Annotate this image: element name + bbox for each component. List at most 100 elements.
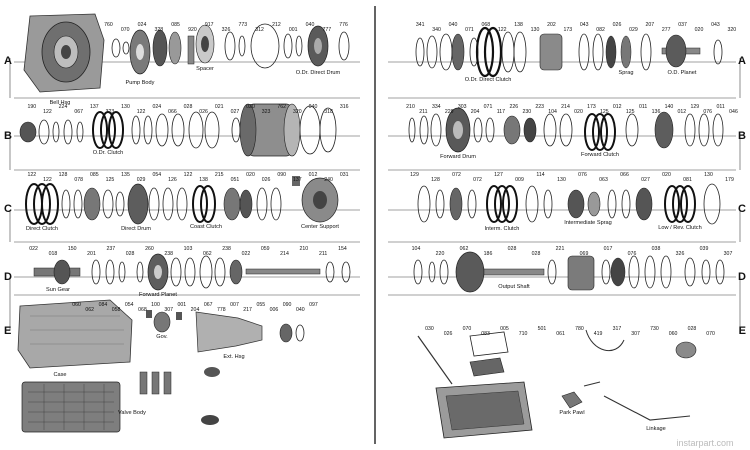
shift-linkage xyxy=(585,329,697,421)
part-number-row-e-right: 780 xyxy=(575,326,584,332)
part-number-row-c-left: 240 xyxy=(324,177,333,183)
part-number-row-d-right: 017 xyxy=(604,246,613,252)
od-direct-clutch xyxy=(451,26,503,78)
row-letter-e-left: E xyxy=(4,325,11,337)
part-number-row-e-right: 061 xyxy=(556,331,565,337)
part-number-row-a-right: 040 xyxy=(449,22,458,28)
part-number-row-e-left: 778 xyxy=(217,307,226,313)
part-number-row-d-left: 210 xyxy=(299,246,308,252)
part-number-row-c-left: 128 xyxy=(59,172,68,178)
part-number-row-a-right: 020 xyxy=(695,27,704,33)
part-number-row-d-left: 059 xyxy=(261,246,270,252)
part-number-row-a-right: 320 xyxy=(727,27,736,33)
row-letter-c-right: C xyxy=(738,203,746,215)
part-number-row-b-left: 762 xyxy=(277,104,286,110)
caption-pump-body: Pump Body xyxy=(126,80,155,86)
part-number-row-d-right: 038 xyxy=(652,246,661,252)
part-number-row-c-left: 135 xyxy=(121,172,130,178)
part-number-row-c-right: 072 xyxy=(452,172,461,178)
part-number-row-b-right: 173 xyxy=(587,104,596,110)
part-number-row-e-left: 006 xyxy=(270,307,279,313)
forward-planet xyxy=(147,253,243,291)
part-number-row-d-right: 186 xyxy=(484,251,493,257)
caption-forward-planet: Forward Planet xyxy=(139,292,177,298)
part-number-row-e-right: 730 xyxy=(650,326,659,332)
part-number-row-e-right: 710 xyxy=(519,331,528,337)
part-number-row-e-left: 054 xyxy=(125,302,134,308)
part-number-row-d-left: 022 xyxy=(29,246,38,252)
part-number-row-b-left: 137 xyxy=(90,104,99,110)
part-number-row-b-left: 122 xyxy=(43,109,52,115)
row-letter-d-right: D xyxy=(738,271,746,283)
part-number-row-b-right: 012 xyxy=(613,104,622,110)
part-number-row-d-left: 154 xyxy=(338,246,347,252)
part-number-row-d-left: 028 xyxy=(126,251,135,257)
part-number-row-c-left: 215 xyxy=(215,172,224,178)
row-letter-c-left: C xyxy=(4,203,12,215)
part-number-row-c-left: 031 xyxy=(340,172,349,178)
sprag-assembly xyxy=(539,33,632,71)
part-number-row-b-left: 323 xyxy=(262,109,271,115)
row-c-right-rings xyxy=(417,183,721,225)
part-number-row-c-right: 072 xyxy=(473,177,482,183)
part-number-row-a-left: 024 xyxy=(138,22,147,28)
solenoids xyxy=(139,367,220,425)
part-number-row-b-right: 117 xyxy=(497,109,505,115)
part-number-row-b-right: 011 xyxy=(716,104,724,110)
part-number-row-e-left: 068 xyxy=(138,307,147,313)
part-number-row-c-left: 020 xyxy=(246,172,255,178)
park-pawl xyxy=(561,381,601,409)
caption-direct-clutch: Direct Clutch xyxy=(26,226,58,232)
part-number-row-d-left: 214 xyxy=(280,251,289,257)
part-number-row-e-left: 055 xyxy=(256,302,265,308)
part-number-row-a-right: 341 xyxy=(416,22,425,28)
part-number-row-a-right: 043 xyxy=(711,22,720,28)
part-number-row-d-right: 326 xyxy=(676,251,685,257)
intermediate-sprag xyxy=(567,189,601,219)
part-number-row-b-left: 318 xyxy=(324,109,333,115)
part-number-row-e-right: 026 xyxy=(444,331,453,337)
part-number-row-a-right: 037 xyxy=(678,22,687,28)
od-planet-shaft xyxy=(661,34,701,68)
part-number-row-e-right: 307 xyxy=(631,331,640,337)
part-number-row-b-right: 230 xyxy=(522,109,531,115)
part-number-row-a-right: 130 xyxy=(531,27,540,33)
part-number-row-c-right: 127 xyxy=(494,172,503,178)
caption-sun-gear: Sun Gear xyxy=(46,287,70,293)
main-shaft xyxy=(245,268,321,275)
part-number-row-b-right: 229 xyxy=(445,109,454,115)
part-number-row-d-right: 062 xyxy=(460,246,469,252)
part-number-row-b-right: 140 xyxy=(665,104,674,110)
part-number-row-c-left: 122 xyxy=(43,177,52,183)
row-letter-a-right: A xyxy=(738,55,746,67)
part-number-row-c-right: 076 xyxy=(578,172,587,178)
caption-spacer: Spacer xyxy=(196,66,214,72)
part-number-row-b-left: 320 xyxy=(293,109,302,115)
part-number-row-c-left: 122 xyxy=(184,172,193,178)
part-number-row-b-left: 190 xyxy=(27,104,36,110)
part-number-row-b-right: 204 xyxy=(471,109,480,115)
part-number-row-b-left: 316 xyxy=(340,104,349,110)
transmission-case xyxy=(17,299,133,369)
part-number-row-b-left: 130 xyxy=(121,104,130,110)
part-number-row-e-left: 060 xyxy=(72,302,81,308)
forward-clutch xyxy=(584,113,616,151)
part-number-row-d-right: 221 xyxy=(556,246,565,252)
part-number-row-b-right: 211 xyxy=(419,109,427,115)
part-number-row-b-right: 210 xyxy=(406,104,415,110)
part-number-row-a-right: 082 xyxy=(596,27,605,33)
part-number-row-a-right: 277 xyxy=(662,27,671,33)
part-number-row-d-left: 103 xyxy=(184,246,193,252)
part-number-row-e-right: 070 xyxy=(463,326,472,332)
part-number-row-d-right: 104 xyxy=(412,246,421,252)
valve-body xyxy=(21,381,121,433)
part-number-row-d-left: 018 xyxy=(49,251,58,257)
part-number-row-d-left: 022 xyxy=(242,251,251,257)
part-number-row-e-left: 058 xyxy=(112,307,121,313)
part-number-row-a-left: 001 xyxy=(289,27,298,33)
part-number-row-c-right: 129 xyxy=(410,172,419,178)
part-number-row-c-right: 114 xyxy=(536,172,544,178)
governor xyxy=(146,310,182,333)
